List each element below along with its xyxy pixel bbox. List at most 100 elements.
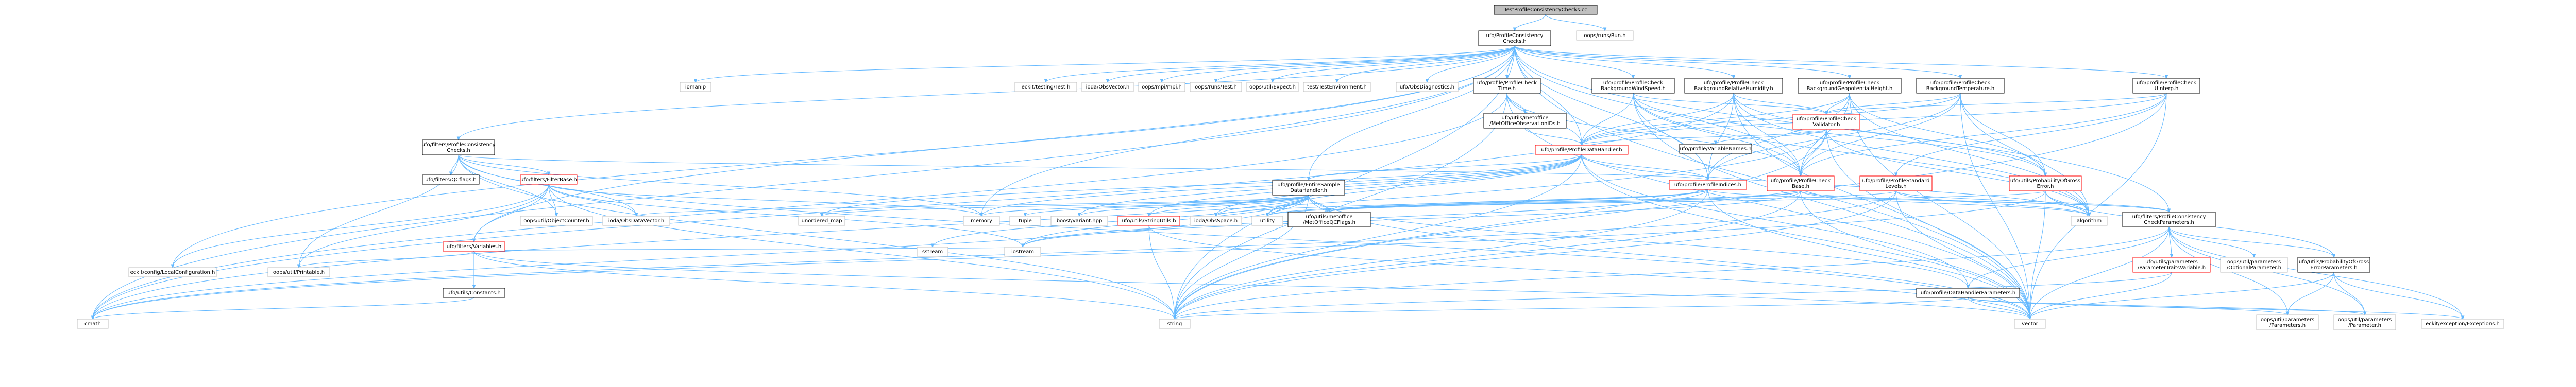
node-label: vector <box>2022 321 2039 327</box>
node-string[interactable]: string <box>1159 319 1191 329</box>
node-iomanip[interactable]: iomanip <box>680 82 711 92</box>
node-parameter[interactable]: oops/util/parameters/Parameter.h <box>2333 314 2396 330</box>
node-memory[interactable]: memory <box>963 216 1000 226</box>
node-box <box>1014 82 1077 92</box>
node-eckit-testing[interactable]: eckit/testing/Test.h <box>1014 82 1077 92</box>
node-tuple[interactable]: tuple <box>1009 216 1041 226</box>
edge-pcbgrh-to-algorithm <box>1733 93 2089 216</box>
node-oops-mpi[interactable]: oops/mpi/mpi.h <box>1138 82 1185 92</box>
edge-probgross-to-vector <box>2030 190 2046 319</box>
node-metoffice-ids[interactable]: ufo/utils/metoffice/MetOfficeObservation… <box>1483 113 1567 129</box>
node-box <box>2333 314 2396 330</box>
edge-pcbgrh-to-pdh <box>1582 93 1734 145</box>
node-local-configuration[interactable]: eckit/config/LocalConfiguration.h <box>128 267 217 277</box>
node-vector[interactable]: vector <box>2014 319 2046 329</box>
edge-root-to-pcc <box>1515 14 1546 31</box>
node-box <box>1190 82 1242 92</box>
node-eckit-exceptions[interactable]: eckit/exception/Exceptions.h <box>2421 319 2504 329</box>
edge-pstdlevels-to-metflags <box>1329 190 1896 212</box>
node-profile-consistency-checks[interactable]: ufo/ProfileConsistencyChecks.h <box>1478 30 1551 46</box>
edge-pccparams-to-pdhparams <box>1968 226 2170 288</box>
node-oops-run[interactable]: oops/runs/Run.h <box>1576 30 1634 41</box>
node-obs-space[interactable]: ioda/ObsSpace.h <box>1190 216 1242 226</box>
node-box <box>1287 212 1371 227</box>
node-variable-names[interactable]: ufo/profile/VariableNames.h <box>1679 144 1752 154</box>
node-box <box>422 139 495 155</box>
node-profile-check-bg-rh[interactable]: ufo/profile/ProfileCheckBackgroundRelati… <box>1684 78 1783 94</box>
node-ioda-obsvector[interactable]: ioda/ObsVector.h <box>1081 82 1134 92</box>
node-box <box>1483 113 1567 129</box>
edge-filterbase-to-localconf <box>173 184 549 268</box>
node-label: ufo/profile/ProfileCheck <box>1930 80 1990 86</box>
node-box <box>2421 319 2504 329</box>
node-object-counter[interactable]: oops/util/ObjectCounter.h <box>520 216 593 226</box>
node-profile-check-bg-wind[interactable]: ufo/profile/ProfileCheckBackgroundWindSp… <box>1591 78 1675 94</box>
edge-pindices-to-utility <box>1267 189 1708 216</box>
node-filters-variables[interactable]: ufo/filters/Variables.h <box>443 241 505 252</box>
node-box <box>1246 82 1299 92</box>
node-label: /MetOfficeObservationIDs.h <box>1489 121 1561 127</box>
node-box <box>2071 216 2108 226</box>
edge-pdh-to-string <box>1175 154 1582 319</box>
edge-stringutils-to-vector <box>1148 225 2030 319</box>
node-box <box>1494 5 1598 15</box>
node-cmath[interactable]: cmath <box>77 319 109 329</box>
edge-pctime-to-pcbase <box>1506 93 1801 176</box>
node-label: ufo/utils/parameters <box>2145 259 2198 265</box>
edge-validator-to-string <box>1175 129 1827 319</box>
node-label: /Parameters.h <box>2269 323 2306 328</box>
node-profile-check-bg-temp[interactable]: ufo/profile/ProfileCheckBackgroundTemper… <box>1916 78 2005 94</box>
node-prob-gross-error-parameters[interactable]: ufo/utils/ProbabilityOfGrossErrorParamet… <box>2297 257 2370 273</box>
node-metoffice-qcflags[interactable]: ufo/utils/metoffice/MetOfficeQCFlags.h <box>1287 212 1371 227</box>
node-label: ufo/filters/QCflags.h <box>425 177 477 183</box>
node-iostream[interactable]: iostream <box>1004 247 1041 257</box>
edge-pcuinterp-to-validator <box>1826 93 2167 114</box>
edge-pcuinterp-to-string <box>1175 93 2167 319</box>
node-parameter-traits-variable[interactable]: ufo/utils/parameters/ParameterTraitsVari… <box>2132 257 2211 273</box>
node-qcflags[interactable]: ufo/filters/QCflags.h <box>422 174 480 185</box>
node-optional-parameter[interactable]: oops/util/parameters/OptionalParameter.h <box>2220 257 2288 273</box>
node-obs-data-vector[interactable]: ioda/ObsDataVector.h <box>602 216 670 226</box>
node-root[interactable]: TestProfileConsistencyChecks.cc <box>1494 5 1598 15</box>
node-constants[interactable]: ufo/utils/Constants.h <box>443 288 505 298</box>
node-filter-base[interactable]: ufo/filters/FilterBase.h <box>520 174 578 185</box>
node-string-utils[interactable]: ufo/utils/StringUtils.h <box>1117 216 1180 226</box>
node-parameters[interactable]: oops/util/parameters/Parameters.h <box>2256 314 2319 330</box>
node-oops-expect[interactable]: oops/util/Expect.h <box>1246 82 1299 92</box>
node-label: ioda/ObsSpace.h <box>1194 218 1238 224</box>
node-unordered-map[interactable]: unordered_map <box>798 216 845 226</box>
node-profile-data-handler[interactable]: ufo/profile/ProfileDataHandler.h <box>1535 145 1629 155</box>
node-printable[interactable]: oops/util/Printable.h <box>267 267 330 277</box>
node-test-environment[interactable]: test/TestEnvironment.h <box>1303 82 1371 92</box>
node-algorithm[interactable]: algorithm <box>2071 216 2108 226</box>
edge-pccparams-to-exceptions <box>2168 226 2463 319</box>
node-obs-diagnostics[interactable]: ufo/ObsDiagnostics.h <box>1396 82 1459 92</box>
edge-validator-to-varnames <box>1716 129 1827 144</box>
edge-pcc-to-runstest <box>1216 45 1515 82</box>
node-box <box>2132 78 2200 94</box>
node-pcc-parameters[interactable]: ufo/filters/ProfileConsistencyCheckParam… <box>2122 212 2216 227</box>
node-oops-runs-test[interactable]: oops/runs/Test.h <box>1190 82 1242 92</box>
node-label: string <box>1167 321 1182 327</box>
node-label: ufo/filters/ProfileConsistency <box>422 142 496 148</box>
edge-pcbgwind-to-algorithm <box>1633 93 2089 216</box>
node-data-handler-parameters[interactable]: ufo/profile/DataHandlerParameters.h <box>1916 288 2020 298</box>
node-profile-indices[interactable]: ufo/profile/ProfileIndices.h <box>1669 180 1747 190</box>
node-box <box>1009 216 1041 226</box>
node-label: CheckParameters.h <box>2144 220 2194 225</box>
node-profile-check-bg-gh[interactable]: ufo/profile/ProfileCheckBackgroundGeopot… <box>1798 78 1902 94</box>
node-label: ufo/profile/ProfileDataHandler.h <box>1541 147 1622 153</box>
node-utility[interactable]: utility <box>1251 216 1283 226</box>
node-filters-profile-consistency-checks[interactable]: ufo/filters/ProfileConsistencyChecks.h <box>422 139 496 155</box>
node-box <box>1679 144 1752 154</box>
node-boost-variant[interactable]: boost/variant.hpp <box>1050 216 1108 226</box>
node-sstream[interactable]: sstream <box>917 247 948 257</box>
node-box <box>2009 175 2082 191</box>
